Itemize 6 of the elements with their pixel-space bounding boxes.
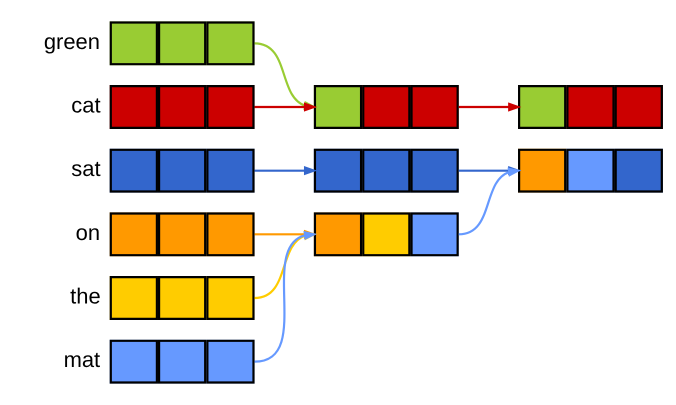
node-label: green (44, 28, 100, 54)
node-label: cat (71, 92, 101, 118)
node-label: on (76, 220, 100, 245)
node-label: sat (71, 156, 101, 182)
node-label: mat (64, 347, 100, 372)
node-label: the (70, 283, 101, 308)
